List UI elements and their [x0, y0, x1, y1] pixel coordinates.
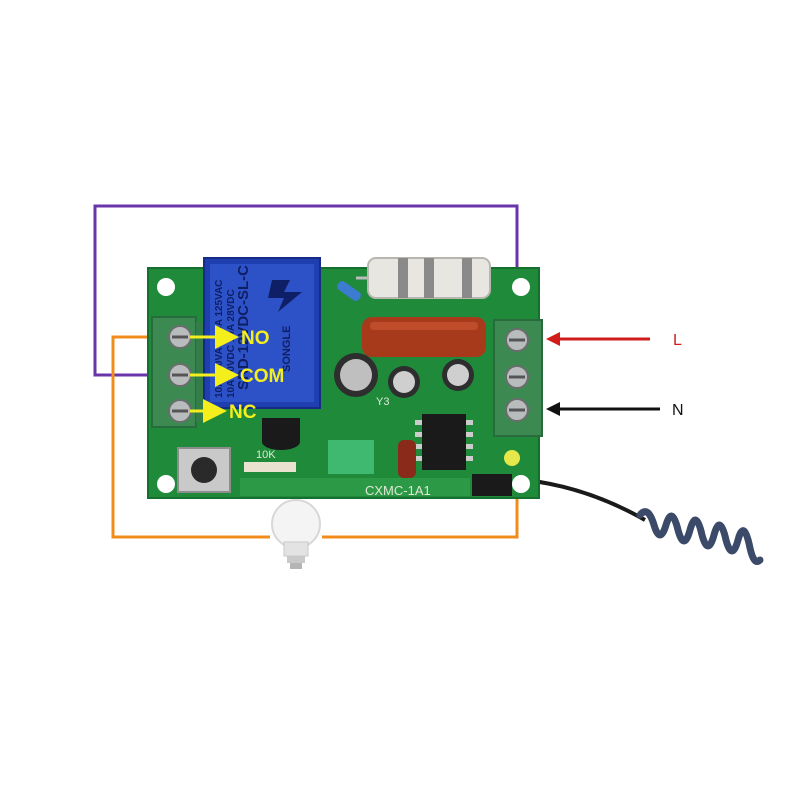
label-com: COM — [240, 366, 284, 387]
label-no: NO — [241, 328, 270, 349]
relay-rating-b: 10A 30VDC 10A 28VDC — [226, 289, 237, 398]
right-terminal-block — [493, 319, 543, 437]
relay-brand-label: SONGLE — [281, 326, 293, 372]
component-label: Y3 — [376, 396, 389, 408]
electrolytic-capacitors — [334, 353, 474, 398]
label-neutral: N — [672, 402, 684, 419]
board-model-label: CXMC-1A1 — [365, 483, 431, 498]
label-live: L — [673, 332, 682, 349]
antenna-lead — [524, 478, 646, 522]
inductor — [398, 440, 416, 478]
led — [504, 450, 520, 466]
com-loop-wire — [93, 204, 519, 377]
push-button — [177, 447, 231, 493]
relay-logo-icon — [268, 280, 302, 312]
power-resistor — [356, 257, 491, 299]
ic-chip — [415, 414, 473, 470]
relay-rating-a: 10A 250VAC 10A 125VAC — [214, 280, 225, 398]
coil-antenna-icon — [636, 508, 764, 565]
arrow-live — [546, 332, 650, 346]
label-nc: NC — [229, 402, 257, 423]
resistor-label: 10K — [256, 449, 276, 461]
small-resistor — [337, 281, 361, 301]
relay-model-label: SRD-12VDC-SL-C — [235, 265, 252, 390]
film-capacitor — [362, 317, 486, 357]
smd-resistor-row — [244, 462, 296, 472]
arrow-neutral — [546, 402, 660, 416]
jumper-header — [472, 474, 512, 496]
light-bulb-icon — [271, 499, 321, 569]
transistor — [262, 418, 300, 450]
lamp-wire — [111, 335, 270, 539]
crystal-block — [328, 440, 374, 474]
